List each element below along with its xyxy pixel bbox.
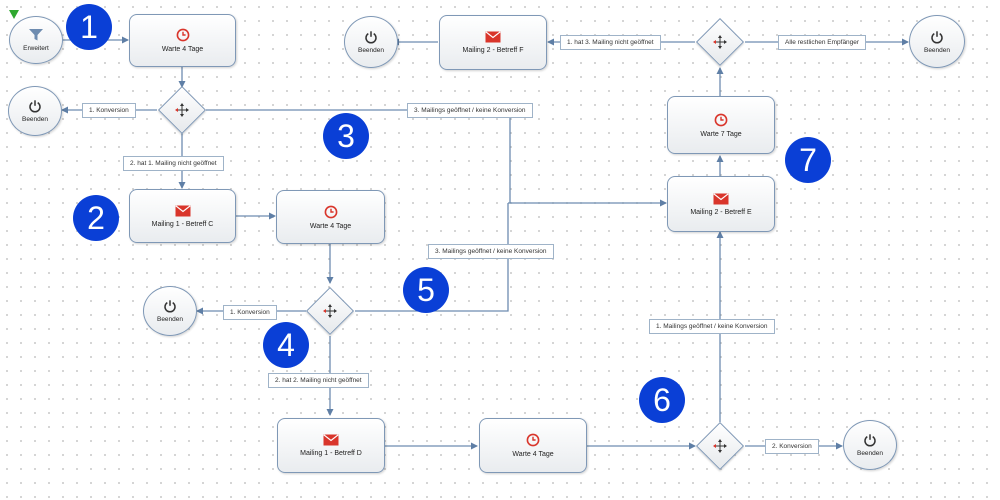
edge-label-d3-conversion: 2. Konversion xyxy=(765,439,819,454)
mailing-node-f[interactable]: Mailing 2 - Betreff F xyxy=(439,15,547,70)
end-node-2-label: Beenden xyxy=(156,316,184,323)
edge-label-d3-opened: 1. Mailings geöffnet / keine Konversion xyxy=(649,319,775,334)
split-icon xyxy=(175,103,189,117)
split-icon xyxy=(713,35,727,49)
wait-node-2[interactable]: Warte 4 Tage xyxy=(276,190,385,244)
power-icon xyxy=(164,300,176,313)
edge-label-d2-conversion: 1. Konversion xyxy=(223,305,277,320)
end-node-4[interactable]: Beenden xyxy=(344,16,398,68)
decision-node-1[interactable] xyxy=(157,85,207,135)
split-icon xyxy=(713,439,727,453)
end-node-5-label: Beenden xyxy=(923,46,951,54)
envelope-icon xyxy=(713,192,729,204)
edge-label-d1-conversion: 1. Konversion xyxy=(82,103,136,118)
mailing-node-d[interactable]: Mailing 1 - Betreff D xyxy=(277,418,385,473)
step-badge-1: 1 xyxy=(66,4,112,50)
end-node-2[interactable]: Beenden xyxy=(143,286,197,336)
mailing-node-c[interactable]: Mailing 1 - Betreff C xyxy=(129,189,236,243)
clock-icon xyxy=(714,113,728,126)
power-icon xyxy=(864,434,876,447)
clock-icon xyxy=(526,433,540,447)
envelope-icon xyxy=(485,31,501,43)
power-icon xyxy=(931,30,943,44)
start-node-label: Erweitert xyxy=(23,45,49,52)
step-badge-7: 7 xyxy=(785,137,831,183)
start-marker-icon xyxy=(9,10,19,19)
mailing-node-c-label: Mailing 1 - Betreff C xyxy=(151,220,214,228)
edge-label-d4-rest: Alle restlichen Empfänger xyxy=(778,35,867,50)
edge-label-d4-not-opened: 1. hat 3. Mailing nicht geöffnet xyxy=(560,35,661,50)
clock-icon xyxy=(324,205,337,218)
decision-node-4[interactable] xyxy=(695,17,745,67)
mailing-node-d-label: Mailing 1 - Betreff D xyxy=(300,450,362,457)
wait-node-4-label: Warte 7 Tage xyxy=(700,130,742,138)
decision-node-2[interactable] xyxy=(305,286,355,336)
power-icon xyxy=(365,31,377,44)
wait-node-1[interactable]: Warte 4 Tage xyxy=(129,14,236,67)
mailing-node-f-label: Mailing 2 - Betreff F xyxy=(462,47,524,54)
wait-node-4[interactable]: Warte 7 Tage xyxy=(667,96,775,154)
clock-icon xyxy=(176,28,189,42)
end-node-4-label: Beenden xyxy=(357,47,385,54)
step-badge-5: 5 xyxy=(403,267,449,313)
wait-node-2-label: Warte 4 Tage xyxy=(309,222,352,230)
decision-node-3[interactable] xyxy=(695,421,745,471)
edge-label-d1-opened: 3. Mailings geöffnet / keine Konversion xyxy=(407,103,533,118)
end-node-3-label: Beenden xyxy=(856,450,884,457)
mailing-node-e-label: Mailing 2 - Betreff E xyxy=(690,208,752,216)
end-node-3[interactable]: Beenden xyxy=(843,420,897,470)
envelope-icon xyxy=(174,204,191,216)
wait-node-1-label: Warte 4 Tage xyxy=(161,46,204,53)
mailing-node-e[interactable]: Mailing 2 - Betreff E xyxy=(667,176,775,232)
edge-decision2-merge xyxy=(355,203,509,312)
step-badge-3: 3 xyxy=(323,113,369,159)
wait-node-3-label: Warte 4 Tage xyxy=(512,451,554,458)
edge-label-d1-not-opened: 2. hat 1. Mailing nicht geöffnet xyxy=(123,156,224,171)
edge-label-d2-not-opened: 2. hat 2. Mailing nicht geöffnet xyxy=(268,373,369,388)
step-badge-2: 2 xyxy=(73,195,119,241)
step-badge-4: 4 xyxy=(263,322,309,368)
end-node-1[interactable]: Beenden xyxy=(8,86,62,136)
wait-node-3[interactable]: Warte 4 Tage xyxy=(479,418,587,473)
edge-label-d2-opened: 3. Mailings geöffnet / keine Konversion xyxy=(428,244,554,259)
filter-icon xyxy=(29,29,43,41)
split-icon xyxy=(323,304,337,318)
power-icon xyxy=(29,100,41,113)
end-node-1-label: Beenden xyxy=(21,116,49,123)
start-node[interactable]: Erweitert xyxy=(9,16,63,64)
step-badge-6: 6 xyxy=(639,377,685,423)
envelope-icon xyxy=(323,434,339,446)
end-node-5[interactable]: Beenden xyxy=(909,15,965,68)
